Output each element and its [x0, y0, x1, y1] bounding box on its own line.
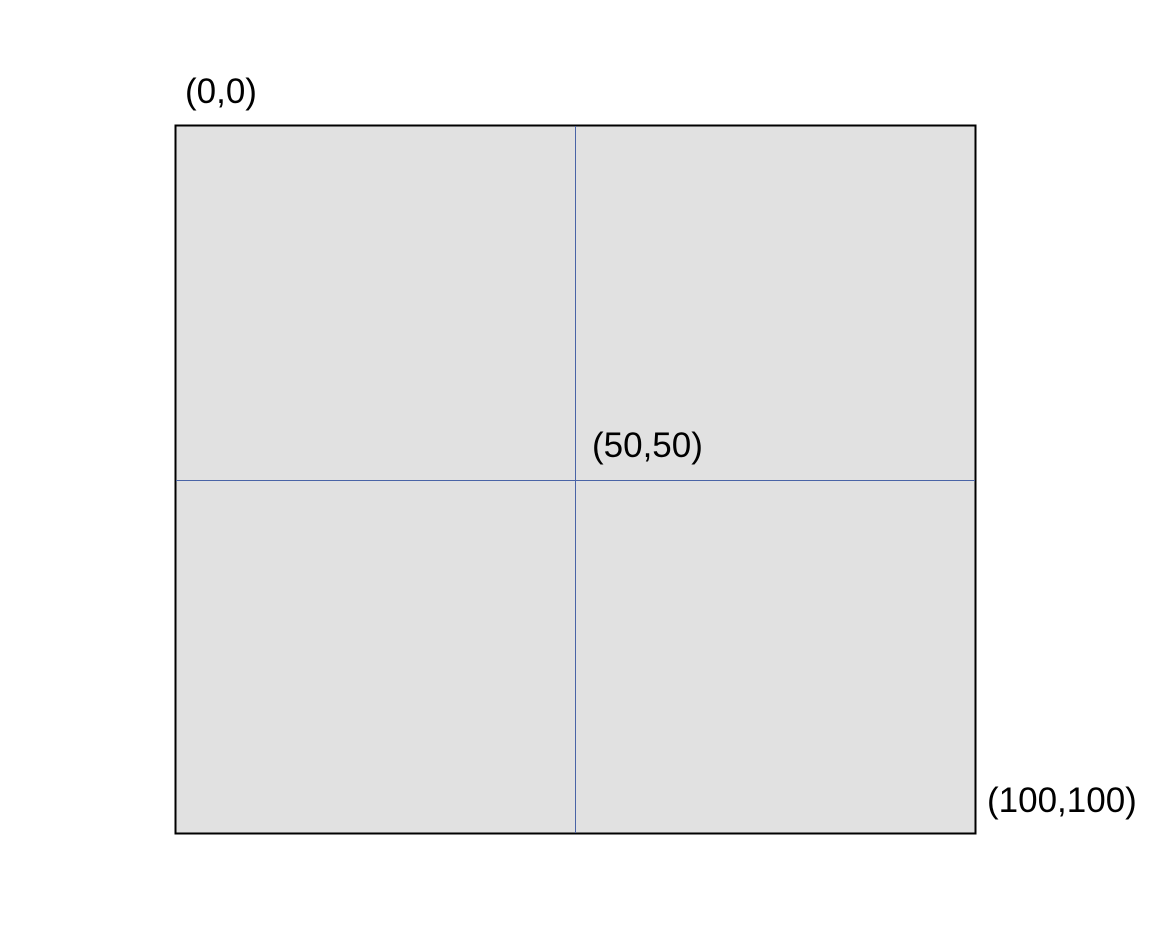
- corner-label: (100,100): [987, 781, 1137, 820]
- origin-label: (0,0): [185, 72, 257, 111]
- center-label: (50,50): [592, 426, 703, 465]
